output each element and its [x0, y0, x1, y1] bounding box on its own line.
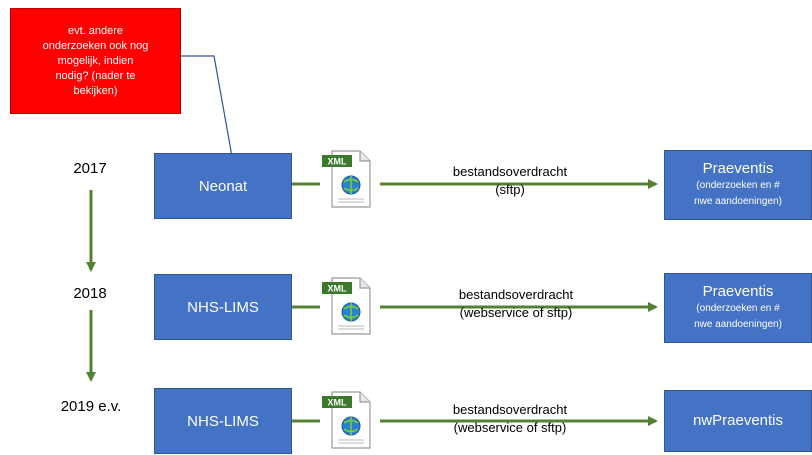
transfer-protocol: (webservice of sftp)	[453, 420, 567, 435]
callout-line	[181, 55, 239, 191]
target-system-box: Praeventis (onderzoeken en # nwe aandoen…	[664, 273, 812, 343]
target-system-subtitle: (onderzoeken en #	[696, 180, 780, 191]
target-system-title: Praeventis	[702, 283, 774, 300]
target-system-box: nwPraeventis	[664, 390, 812, 452]
target-system-box: Praeventis (onderzoeken en # nwe aandoen…	[664, 150, 812, 220]
transfer-method: bestandsoverdracht	[452, 402, 568, 417]
xml-tag-text: XML	[328, 157, 348, 167]
xml-tag-text: XML	[328, 398, 348, 408]
year-label: 2017	[73, 160, 107, 177]
target-system-subtitle: nwe aandoeningen)	[694, 319, 782, 330]
transfer-method: bestandsoverdracht	[458, 287, 574, 302]
target-system-subtitle: (onderzoeken en #	[696, 303, 780, 314]
note-line: bekijken)	[73, 84, 118, 97]
year-label: 2019 e.v.	[60, 398, 122, 415]
note-line: nodig? (nader te	[55, 69, 136, 82]
transfer-protocol: (sftp)	[495, 182, 525, 197]
note-line: evt. andere	[67, 24, 124, 37]
source-system-box: Neonat	[154, 153, 292, 219]
target-system-title: nwPraeventis	[692, 412, 784, 429]
transfer-protocol: (webservice of sftp)	[459, 305, 573, 320]
xml-file-icon: XML	[322, 390, 374, 450]
xml-file-icon: XML	[322, 149, 374, 209]
target-system-title: Praeventis	[702, 160, 774, 177]
transfer-method: bestandsoverdracht	[452, 164, 568, 179]
target-system-subtitle: nwe aandoeningen)	[694, 196, 782, 207]
note-line: mogelijk, indien	[57, 54, 134, 67]
year-label: 2018	[73, 285, 107, 302]
note-line: onderzoeken ook nog	[42, 39, 149, 52]
xml-tag-text: XML	[328, 284, 348, 294]
source-system-label: Neonat	[198, 177, 248, 195]
annotation-note: evt. andere onderzoeken ook nog mogelijk…	[10, 8, 181, 114]
transfer-label: bestandsoverdracht (webservice of sftp)	[410, 401, 610, 437]
transfer-label: bestandsoverdracht (webservice of sftp)	[416, 286, 616, 322]
source-system-box: NHS-LIMS	[154, 388, 292, 454]
transfer-label: bestandsoverdracht (sftp)	[410, 163, 610, 199]
xml-file-icon: XML	[322, 276, 374, 336]
source-system-label: NHS-LIMS	[187, 298, 259, 316]
source-system-box: NHS-LIMS	[154, 274, 292, 340]
source-system-label: NHS-LIMS	[187, 412, 259, 430]
